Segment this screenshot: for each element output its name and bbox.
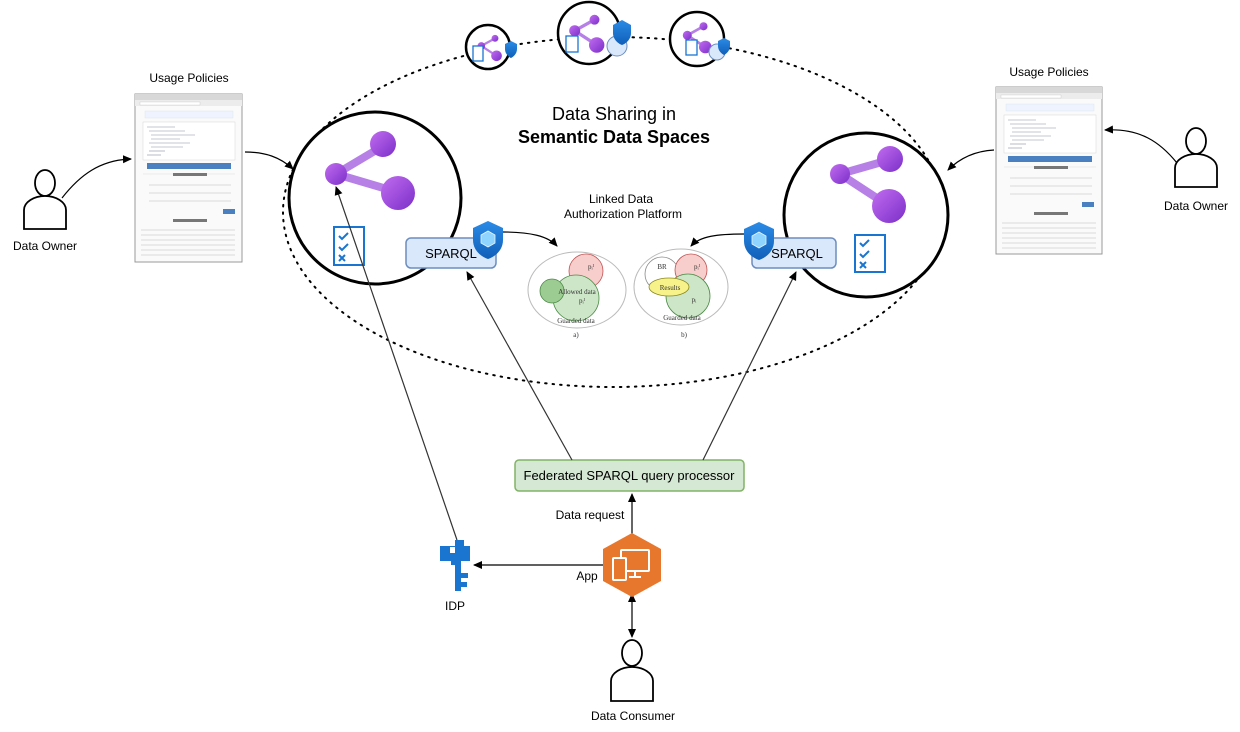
pod-small-center[interactable] bbox=[556, 0, 631, 66]
edge-policy-right-to-pod bbox=[947, 149, 995, 171]
checklist-icon bbox=[685, 39, 698, 56]
shield-cube-icon bbox=[744, 222, 774, 260]
edge-sparql-left-to-venn bbox=[502, 231, 558, 247]
sparql-right-label: SPARQL bbox=[771, 246, 823, 261]
data-owner-left[interactable]: Data Owner bbox=[13, 169, 77, 253]
data-consumer-label: Data Consumer bbox=[591, 709, 675, 723]
usage-policies-left-label: Usage Policies bbox=[149, 71, 228, 85]
svg-text:pᵢᴵ: pᵢᴵ bbox=[694, 263, 701, 271]
svg-text:Results: Results bbox=[660, 284, 681, 292]
app-label: App bbox=[576, 569, 598, 583]
svg-text:pᵢᴵ: pᵢᴵ bbox=[579, 297, 586, 305]
checklist-icon bbox=[565, 35, 579, 53]
data-request-label: Data request bbox=[556, 508, 625, 522]
pod-small-left[interactable] bbox=[464, 23, 517, 71]
shield-cube-icon bbox=[505, 41, 517, 58]
key-icon bbox=[440, 540, 470, 591]
usage-policy-screenshot-left[interactable] bbox=[134, 93, 243, 263]
edge-processor-to-sparql-right bbox=[702, 271, 797, 461]
diagram-title-line2: Semantic Data Spaces bbox=[518, 127, 710, 147]
svg-text:Allowed data: Allowed data bbox=[558, 288, 596, 296]
data-consumer[interactable]: Data Consumer bbox=[591, 639, 675, 723]
usage-policy-screenshot-right[interactable] bbox=[995, 86, 1103, 255]
usage-policies-right-label: Usage Policies bbox=[1009, 65, 1088, 79]
person-icon bbox=[610, 639, 654, 702]
svg-text:BR: BR bbox=[657, 263, 667, 271]
venn-diagram-b: BR pᵢᴵ Results pᵢ Guarded data b) bbox=[633, 248, 729, 339]
person-icon bbox=[23, 169, 67, 230]
data-owner-right-label: Data Owner bbox=[1164, 199, 1228, 213]
share-icon bbox=[830, 146, 906, 223]
checklist-icon bbox=[472, 45, 484, 62]
devices-icon bbox=[612, 549, 650, 581]
federated-query-processor[interactable]: Federated SPARQL query processor bbox=[514, 459, 745, 492]
platform-label-line2: Authorization Platform bbox=[564, 207, 682, 221]
edge-processor-to-sparql-left bbox=[466, 271, 573, 461]
processor-label: Federated SPARQL query processor bbox=[524, 468, 736, 483]
checklist-icon bbox=[333, 226, 365, 266]
shield-cube-icon bbox=[473, 221, 503, 259]
data-owner-left-label: Data Owner bbox=[13, 239, 77, 253]
svg-text:pᵢᴵ: pᵢᴵ bbox=[588, 263, 595, 271]
pod-small-right[interactable] bbox=[668, 10, 730, 68]
svg-text:Guarded data: Guarded data bbox=[557, 317, 595, 325]
shield-cube-icon bbox=[613, 20, 631, 45]
app-node[interactable] bbox=[603, 533, 661, 597]
idp-node[interactable]: IDP bbox=[440, 540, 470, 613]
person-icon bbox=[1174, 127, 1218, 188]
svg-text:Guarded data: Guarded data bbox=[663, 314, 701, 322]
checklist-icon bbox=[854, 234, 886, 273]
edge-owner-left-to-policy bbox=[61, 155, 132, 199]
shield-cube-icon bbox=[718, 38, 730, 55]
svg-text:pᵢ: pᵢ bbox=[692, 296, 698, 304]
edge-sparql-right-to-venn bbox=[690, 233, 745, 247]
data-owner-right[interactable]: Data Owner bbox=[1164, 127, 1228, 213]
sparql-endpoint-left[interactable]: SPARQL bbox=[405, 221, 503, 269]
svg-text:a): a) bbox=[573, 331, 579, 339]
edge-owner-right-to-policy bbox=[1104, 125, 1178, 164]
sparql-left-label: SPARQL bbox=[425, 246, 477, 261]
platform-label-line1: Linked Data bbox=[589, 192, 653, 206]
edge-idp-to-pod-left bbox=[334, 186, 458, 541]
sparql-endpoint-right[interactable]: SPARQL bbox=[744, 222, 837, 269]
svg-text:b): b) bbox=[681, 331, 688, 339]
diagram-title-line1: Data Sharing in bbox=[552, 104, 676, 124]
venn-diagram-a: pᵢᴵ Allowed data pᵢᴵ Guarded data a) bbox=[527, 251, 627, 339]
share-icon bbox=[569, 14, 605, 53]
share-icon bbox=[325, 131, 415, 210]
pod-right[interactable] bbox=[782, 131, 950, 299]
idp-label: IDP bbox=[445, 599, 465, 613]
edge-policy-left-to-pod bbox=[244, 151, 294, 170]
